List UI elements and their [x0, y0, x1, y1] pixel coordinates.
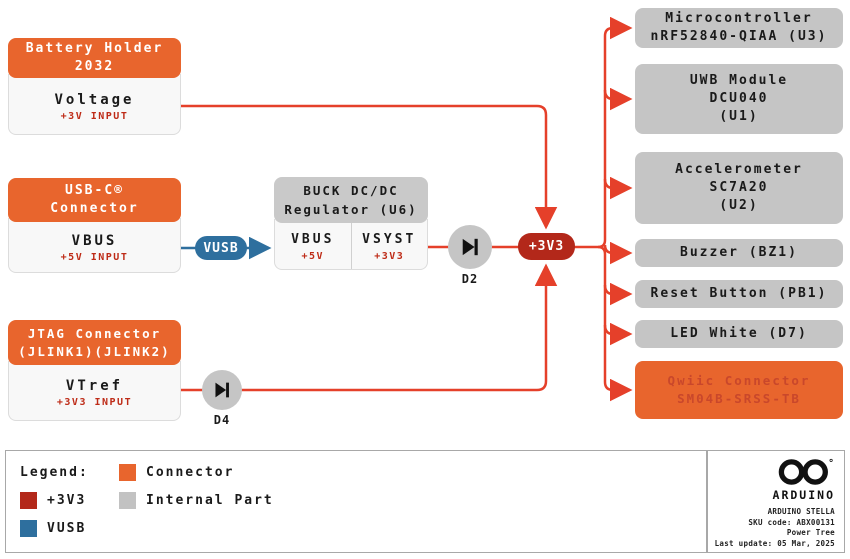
wire-trunk-down — [597, 245, 633, 402]
load-accelerometer: Accelerometer SC7A20 (U2) — [635, 152, 843, 224]
buck-input-cell: VBUS +5V — [275, 219, 352, 269]
3v3-net-pill: +3V3 — [518, 233, 575, 260]
legend-title-text: Legend: — [20, 465, 89, 480]
wire-branch-led — [603, 322, 633, 346]
wire-battery-to-3v3 — [181, 104, 558, 230]
wire-trunk-up — [597, 16, 633, 249]
buck-output-signal: VSYST — [362, 231, 417, 247]
usbc-connector-header: USB-C® Connector — [8, 178, 181, 222]
load-line: Accelerometer — [675, 162, 803, 177]
usbc-title-line2: Connector — [50, 201, 139, 216]
internal-part-color-swatch — [119, 492, 136, 509]
battery-note: +3V INPUT — [60, 110, 129, 122]
legend-vusb-label: VUSB — [47, 521, 87, 536]
legend-3v3-label: +3V3 — [47, 493, 87, 508]
load-microcontroller: Microcontroller nRF52840-QIAA (U3) — [635, 8, 843, 48]
wire-d4-to-3v3 — [240, 263, 558, 392]
wire-branch-buzzer — [603, 241, 633, 265]
battery-holder-body: Voltage +3V INPUT — [8, 74, 181, 135]
vusb-color-swatch — [20, 520, 37, 537]
battery-holder-header: Battery Holder 2032 — [8, 38, 181, 78]
load-line: Microcontroller — [665, 11, 813, 26]
buck-output-cell: VSYST +3V3 — [352, 219, 428, 269]
buck-input-signal: VBUS — [291, 231, 335, 247]
wire-branch-reset — [603, 282, 633, 306]
product-name: ARDUINO STELLA — [767, 507, 835, 516]
diode-d2 — [448, 225, 492, 269]
wire-branch-uwb — [603, 87, 633, 111]
buck-title-line1: BUCK DC/DC — [303, 183, 399, 198]
legend-divider — [706, 451, 708, 552]
diode-icon — [215, 382, 229, 398]
usbc-note: +5V INPUT — [60, 251, 129, 263]
jtag-connector-header: JTAG Connector (JLINK1)(JLINK2) — [8, 320, 181, 365]
load-line: Qwiic Connector — [667, 373, 811, 388]
arduino-logo-icon — [778, 458, 833, 485]
3v3-net-label: +3V3 — [528, 239, 565, 254]
usbc-signal: VBUS — [71, 232, 118, 249]
wire-branch-accelerometer — [603, 176, 633, 200]
buck-regulator-box: BUCK DC/DC Regulator (U6) VBUS +5V VSYST… — [274, 177, 428, 270]
load-qwiic-connector: Qwiic Connector SM04B-SRSS-TB — [635, 361, 843, 419]
document-type: Power Tree — [786, 528, 835, 537]
load-line: Reset Button (PB1) — [650, 286, 828, 301]
load-line: SC7A20 — [709, 180, 769, 195]
load-uwb-module: UWB Module DCU040 (U1) — [635, 64, 843, 134]
load-reset-button: Reset Button (PB1) — [635, 280, 843, 308]
legend-item-vusb: VUSB — [20, 520, 86, 537]
legend-item-internal-part: Internal Part — [119, 492, 274, 509]
jtag-connector-body: VTref +3V3 INPUT — [8, 361, 181, 421]
battery-signal: Voltage — [54, 91, 135, 108]
jtag-title-line2: (JLINK1)(JLINK2) — [18, 343, 171, 359]
legend-connector-label: Connector — [146, 465, 235, 480]
buck-title-line2: Regulator (U6) — [284, 202, 418, 217]
jtag-note: +3V3 INPUT — [56, 397, 133, 408]
load-line: (U2) — [719, 198, 759, 213]
legend-internal-label: Internal Part — [146, 493, 274, 508]
buck-regulator-body: VBUS +5V VSYST +3V3 — [274, 219, 428, 270]
buck-regulator-header: BUCK DC/DC Regulator (U6) — [274, 177, 428, 223]
diode-d4 — [202, 370, 242, 410]
jtag-title-line1: JTAG Connector — [27, 325, 162, 341]
battery-holder-box: Battery Holder 2032 Voltage +3V INPUT — [8, 38, 181, 135]
buck-output-note: +3V3 — [374, 250, 405, 262]
connector-color-swatch — [119, 464, 136, 481]
buck-input-note: +5V — [301, 250, 325, 262]
load-line: SM04B-SRSS-TB — [677, 391, 801, 406]
sku-code: SKU code: ABX00131 — [748, 517, 835, 527]
battery-holder-title-line2: 2032 — [74, 59, 115, 74]
load-line: nRF52840-QIAA (U3) — [650, 29, 828, 44]
legend-title: Legend: — [20, 465, 89, 480]
vusb-net-pill: VUSB — [195, 236, 247, 260]
vusb-net-label: VUSB — [203, 240, 239, 256]
legend-panel: Legend: Connector +3V3 Internal Part VUS… — [5, 450, 845, 553]
diode-icon — [462, 238, 478, 256]
diode-d4-label: D4 — [213, 413, 231, 427]
load-line: UWB Module — [689, 73, 789, 88]
document-info: ARDUINO STELLA SKU code: ABX00131 Power … — [715, 507, 835, 549]
brand-panel: ARDUINO ARDUINO STELLA SKU code: ABX0013… — [708, 451, 844, 552]
usbc-title-line1: USB-C® — [65, 183, 124, 198]
legend-item-connector: Connector — [119, 464, 234, 481]
load-line: LED White (D7) — [670, 326, 808, 341]
usbc-connector-box: USB-C® Connector VBUS +5V INPUT — [8, 178, 181, 273]
load-led-white: LED White (D7) — [635, 320, 843, 348]
load-line: Buzzer (BZ1) — [680, 245, 798, 260]
usbc-connector-body: VBUS +5V INPUT — [8, 218, 181, 273]
load-line: DCU040 — [709, 91, 769, 106]
arduino-wordmark: ARDUINO — [772, 488, 835, 502]
3v3-color-swatch — [20, 492, 37, 509]
load-line: (U1) — [719, 109, 759, 124]
legend-item-3v3: +3V3 — [20, 492, 86, 509]
jtag-connector-box: JTAG Connector (JLINK1)(JLINK2) VTref +3… — [8, 320, 181, 421]
battery-holder-title-line1: Battery Holder — [25, 41, 164, 56]
last-update: Last update: 05 Mar, 2025 — [714, 538, 835, 548]
load-buzzer: Buzzer (BZ1) — [635, 239, 843, 267]
diode-d2-label: D2 — [461, 272, 479, 286]
jtag-signal: VTref — [65, 378, 124, 394]
